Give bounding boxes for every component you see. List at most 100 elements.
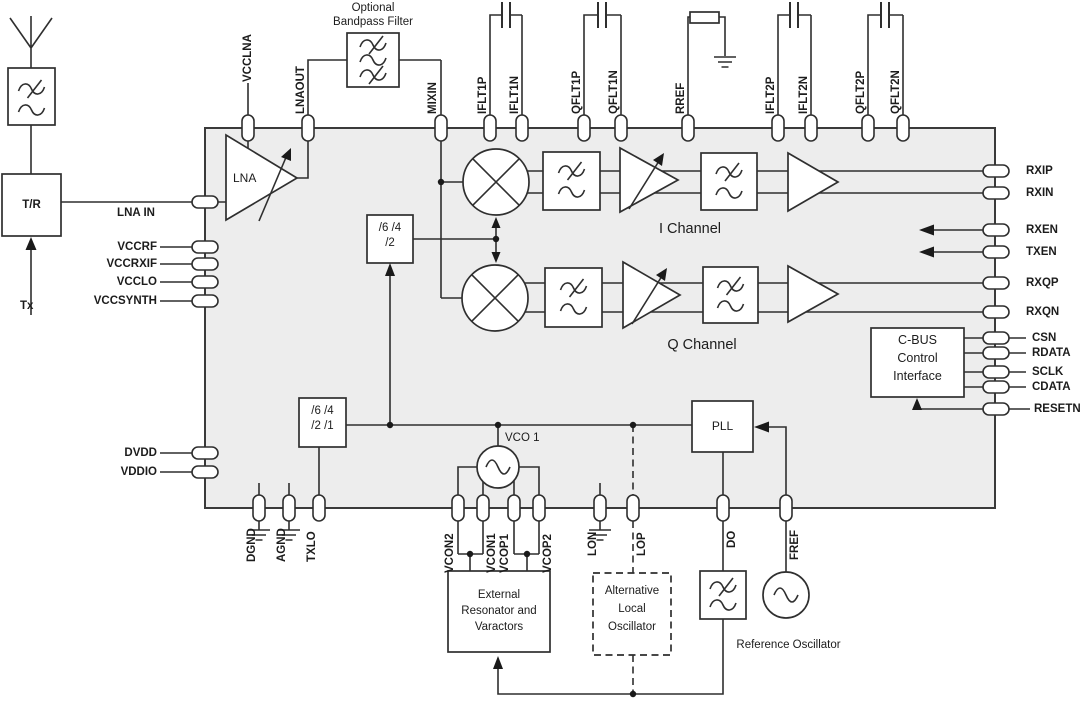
- antenna-filter-block: [7, 67, 56, 126]
- txen-arrowhead: [919, 246, 934, 258]
- divider-rx-line1: /6 /4: [378, 222, 402, 234]
- txen-label: TXEN: [1026, 246, 1057, 258]
- cbus-line3: Interface: [893, 369, 942, 383]
- pin-iflt2p: [771, 114, 785, 142]
- pin-rxip: [982, 164, 1010, 178]
- vcclna-label: VCCLNA: [242, 34, 254, 82]
- pin-vcon2: [451, 494, 465, 522]
- cbus-block: [870, 327, 965, 398]
- mixer-q-icon: [461, 264, 529, 332]
- pin-iflt1p: [483, 114, 497, 142]
- iflt1n-label: IFLT1N: [509, 75, 521, 114]
- pin-dvdd: [191, 446, 219, 460]
- i-vga-amplifier-icon: [619, 146, 680, 214]
- optional-filter-label-2: Bandpass Filter: [333, 16, 413, 28]
- lon-label: LON: [587, 531, 599, 556]
- pin-iflt2n: [804, 114, 818, 142]
- pin-ovals: [191, 114, 1010, 522]
- pin-lop: [626, 494, 640, 522]
- pin-rdata: [982, 346, 1010, 360]
- alternative-lo-block: [592, 572, 672, 656]
- do-filter-block: [699, 570, 747, 620]
- top-stub-wires: [247, 59, 442, 115]
- rxip-label: RXIP: [1026, 165, 1053, 177]
- optional-filter-label-1: Optional: [351, 2, 395, 14]
- resonator-arrowhead: [493, 656, 503, 669]
- alt-lo-line3: Oscillator: [608, 621, 656, 633]
- cdata-label: CDATA: [1032, 381, 1071, 393]
- tr-switch-block: [1, 173, 62, 237]
- txlo-label: TXLO: [306, 531, 318, 562]
- vccrf-label: VCCRF: [117, 241, 157, 253]
- rxen-label: RXEN: [1026, 224, 1058, 236]
- vcclo-label: VCCLO: [116, 276, 157, 288]
- pin-sclk: [982, 365, 1010, 379]
- cbus-line2: Control: [897, 351, 938, 365]
- optional-bandpass-filter-block: [346, 32, 400, 88]
- pin-vcclna: [241, 114, 255, 142]
- i-output-amplifier-icon: [787, 151, 840, 213]
- divider-rx-arrowhead: [385, 263, 395, 276]
- vccrxif-label: VCCRXIF: [106, 258, 157, 270]
- pin-rxqn: [982, 305, 1010, 319]
- vco-label: VCO 1: [505, 432, 540, 444]
- rdata-label: RDATA: [1032, 347, 1071, 359]
- pin-agnd: [282, 494, 296, 522]
- resonator-line3: Varactors: [474, 621, 524, 633]
- i-filter1-block: [542, 151, 601, 211]
- pin-qflt1n: [614, 114, 628, 142]
- divider-lo-line1: /6 /4: [311, 405, 334, 417]
- rxqp-label: RXQP: [1026, 277, 1059, 289]
- lna-in-label: LNA IN: [117, 207, 155, 219]
- divider-lo-block: [298, 397, 347, 448]
- tr-label: T/R: [22, 199, 41, 211]
- fref-label: FREF: [789, 529, 801, 560]
- pin-txlo: [312, 494, 326, 522]
- q-filter2-block: [702, 266, 759, 324]
- lnaout-label: LNAOUT: [295, 66, 307, 114]
- rxen-arrowhead: [919, 224, 934, 236]
- rref-label: RREF: [675, 82, 687, 114]
- q-filter1-block: [544, 267, 603, 328]
- qflt1p-label: QFLT1P: [571, 70, 583, 114]
- pll-fref-arrowhead: [754, 421, 769, 433]
- agnd-label: AGND: [276, 528, 288, 562]
- pin-vccrxif: [191, 257, 219, 271]
- lo-arrow-up: [491, 217, 501, 228]
- pin-rxen: [982, 223, 1010, 237]
- pin-mixin: [434, 114, 448, 142]
- lop-label: LOP: [636, 532, 648, 556]
- iflt1-capacitor-icon: [489, 2, 523, 115]
- vco-icon: [476, 445, 520, 489]
- vddio-label: VDDIO: [120, 466, 157, 478]
- csn-label: CSN: [1032, 332, 1057, 344]
- cbus-line1: C-BUS: [898, 333, 937, 347]
- divider-rx-line2: /2: [385, 237, 395, 249]
- pin-txen: [982, 245, 1010, 259]
- lo-arrow-down: [491, 252, 501, 263]
- reference-oscillator-label: Reference Oscillator: [736, 639, 841, 651]
- pin-do: [716, 494, 730, 522]
- alt-lo-line1: Alternative: [604, 585, 660, 597]
- vcc-lead-wires: [160, 246, 192, 473]
- resetn-arrowhead: [912, 398, 922, 410]
- rref-resistor-icon: [687, 11, 737, 115]
- pin-qflt1p: [577, 114, 591, 142]
- pin-qflt2n: [896, 114, 910, 142]
- pin-vccsynth: [191, 294, 219, 308]
- mixer-i-icon: [462, 148, 530, 216]
- do-label: DO: [726, 530, 738, 548]
- pin-vcop1: [507, 494, 521, 522]
- q-channel-label: Q Channel: [667, 337, 737, 353]
- i-channel-label: I Channel: [658, 221, 722, 237]
- qflt1n-label: QFLT1N: [608, 70, 620, 114]
- lna-label: LNA: [233, 171, 257, 185]
- pin-resetn: [982, 402, 1010, 416]
- pin-iflt1n: [515, 114, 529, 142]
- antenna-icon: [9, 16, 53, 69]
- dvdd-label: DVDD: [124, 447, 157, 459]
- sclk-label: SCLK: [1032, 366, 1064, 378]
- reference-oscillator-icon: [762, 571, 810, 619]
- external-resonator-block: [447, 570, 551, 653]
- qflt2n-label: QFLT2N: [890, 70, 902, 114]
